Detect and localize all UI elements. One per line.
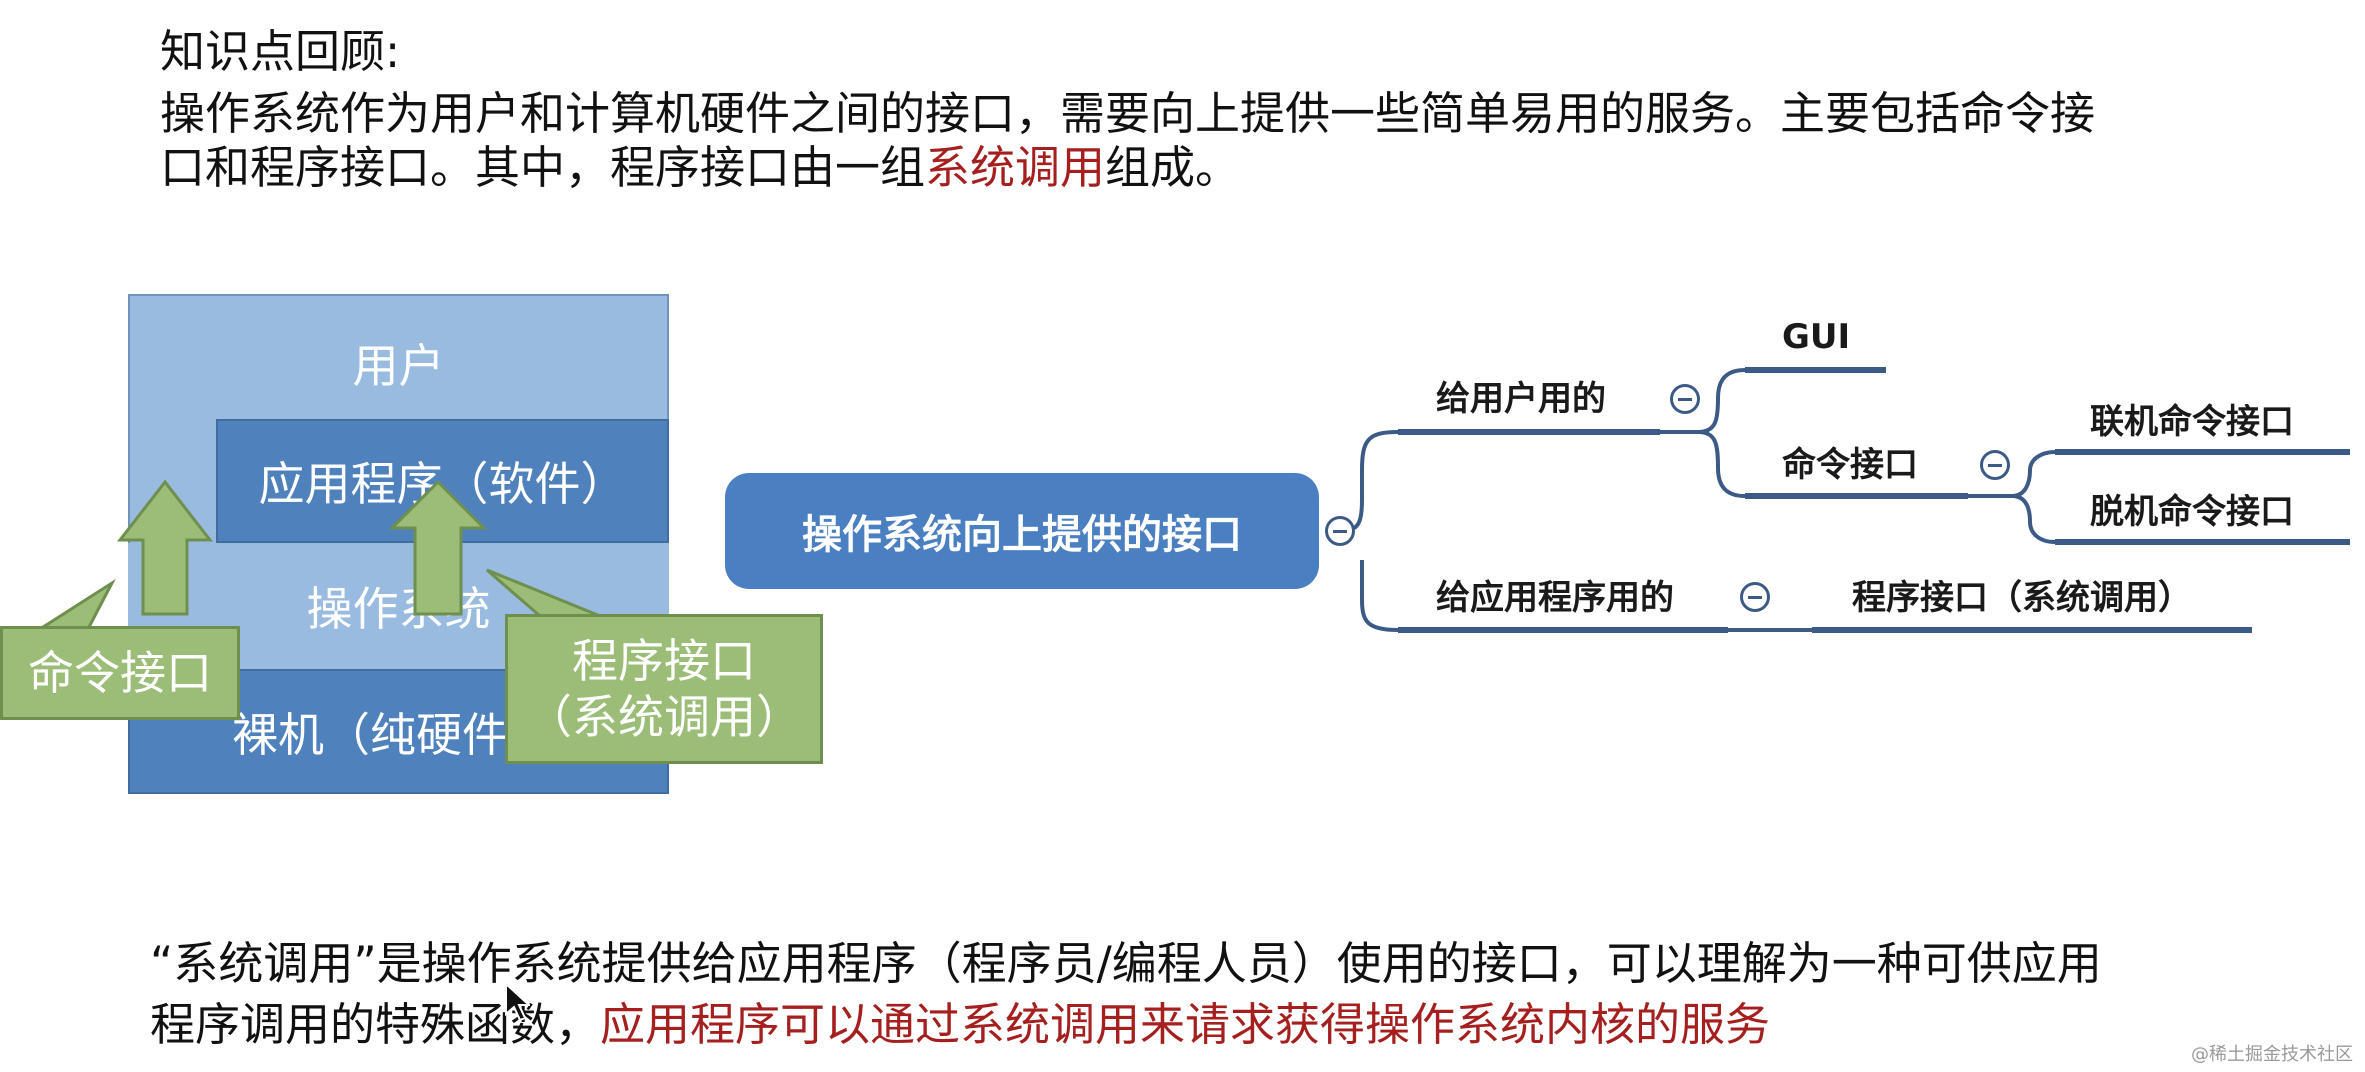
command-interface-callout: 命令接口 [0, 626, 240, 720]
user-branch-curve [1654, 368, 1746, 498]
footer-highlight: 应用程序可以通过系统调用来请求获得操作系统内核的服务 [600, 998, 1771, 1051]
offline-command-label[interactable]: 脱机命令接口 [2090, 492, 2294, 532]
branch-app-label[interactable]: 给应用程序用的 [1436, 578, 1674, 618]
command-interface-label[interactable]: 命令接口 [1782, 445, 1918, 485]
branch-user-label[interactable]: 给用户用的 [1436, 379, 1606, 419]
program-callout-line1: 程序接口 [572, 634, 756, 688]
command-branch-curve [1968, 450, 2056, 544]
footer-line1: “系统调用”是操作系统提供给应用程序（程序员/编程人员）使用的接口，可以理解为一… [150, 937, 2102, 990]
footer-line2: 程序调用的特殊函数，应用程序可以通过系统调用来请求获得操作系统内核的服务 [150, 995, 1770, 1055]
program-interface-callout: 程序接口 （系统调用） [505, 614, 823, 764]
command-callout-label: 命令接口 [28, 646, 212, 700]
command-up-arrow-icon [116, 479, 214, 616]
gui-label[interactable]: GUI [1782, 317, 1851, 357]
mouse-cursor-icon [505, 982, 530, 1022]
mindmap-root-node[interactable]: 操作系统向上提供的接口 [725, 473, 1319, 589]
review-line2-suffix: 组成。 [1105, 141, 1241, 194]
program-up-arrow-icon [388, 479, 488, 616]
app-branch-collapse-icon[interactable] [1740, 582, 1770, 612]
up-arrows [34, 479, 601, 631]
watermark: @稀土掘金技术社区 [2191, 1044, 2353, 1065]
root-collapse-icon[interactable] [1325, 516, 1355, 546]
footer-line2-prefix: 程序调用的特殊函数， [150, 998, 601, 1051]
user-layer-label: 用户 [352, 339, 445, 393]
online-command-label[interactable]: 联机命令接口 [2090, 402, 2294, 442]
review-line2-prefix: 口和程序接口。其中，程序接口由一组 [160, 141, 926, 194]
command-collapse-icon[interactable] [1980, 450, 2010, 480]
system-call-highlight: 系统调用 [925, 141, 1106, 194]
hardware-layer-label: 裸机（纯硬件） [232, 707, 554, 762]
review-heading: 知识点回顾: [160, 25, 401, 78]
mindmap-root-label: 操作系统向上提供的接口 [802, 512, 1242, 558]
review-paragraph-line1: 操作系统作为用户和计算机硬件之间的接口，需要向上提供一些简单易用的服务。主要包括… [160, 87, 2096, 140]
program-interface-label[interactable]: 程序接口（系统调用） [1852, 578, 2192, 618]
program-callout-line2: （系统调用） [526, 690, 802, 744]
user-branch-collapse-icon[interactable] [1670, 384, 1700, 414]
review-paragraph-line2: 口和程序接口。其中，程序接口由一组系统调用组成。 [160, 138, 1240, 198]
